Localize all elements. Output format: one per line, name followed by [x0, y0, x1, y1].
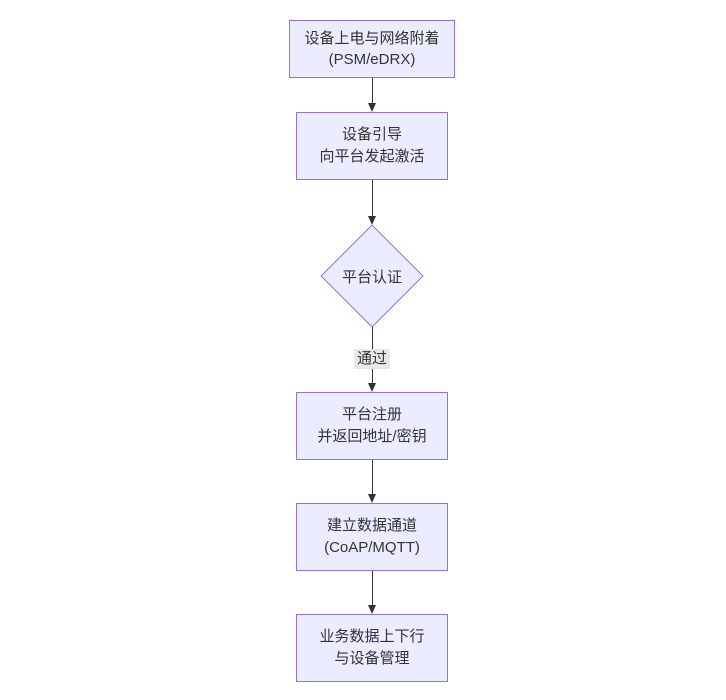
flowchart: 设备上电与网络附着 (PSM/eDRX) 设备引导 向平台发起激活 平台认证 通… [18, 0, 726, 682]
node-platform-register: 平台注册 并返回地址/密钥 [296, 392, 448, 460]
node-device-bootstrap: 设备引导 向平台发起激活 [296, 112, 448, 180]
node-text-line: 平台认证 [341, 268, 402, 286]
node-text-line: 设备上电与网络附着 [304, 30, 440, 47]
node-text-line: 设备引导 [341, 126, 402, 143]
node-business-data-device-mgmt: 业务数据上下行 与设备管理 [296, 614, 448, 682]
node-text-line: 平台注册 [341, 406, 402, 423]
node-text-line: (CoAP/MQTT) [324, 539, 420, 556]
edge-label-pass: 通过 [353, 348, 391, 369]
edge-e-f [368, 571, 376, 614]
edge-c-d: 通过 [353, 327, 391, 392]
edge-line [371, 460, 373, 495]
node-text-line: (PSM/eDRX) [328, 51, 416, 68]
edge-line [371, 180, 373, 217]
edge-d-e [368, 460, 376, 503]
node-text-line: 业务数据上下行 [319, 628, 425, 645]
edge-b-c [368, 180, 376, 225]
edge-a-b [368, 78, 376, 112]
arrowhead-icon [368, 383, 376, 392]
node-text-line: 建立数据通道 [326, 517, 417, 534]
arrowhead-icon [368, 494, 376, 503]
arrowhead-icon [368, 605, 376, 614]
node-text-line: 并返回地址/密钥 [317, 428, 427, 445]
decision-platform-auth: 平台认证 [320, 224, 424, 328]
edge-line [371, 571, 373, 606]
edge-line [371, 78, 373, 104]
node-text-line: 向平台发起激活 [319, 148, 425, 165]
node-device-power-network-attach: 设备上电与网络附着 (PSM/eDRX) [289, 20, 455, 78]
arrowhead-icon [368, 103, 376, 112]
node-text-line: 与设备管理 [334, 650, 410, 667]
arrowhead-icon [368, 216, 376, 225]
node-data-channel: 建立数据通道 (CoAP/MQTT) [296, 503, 448, 571]
